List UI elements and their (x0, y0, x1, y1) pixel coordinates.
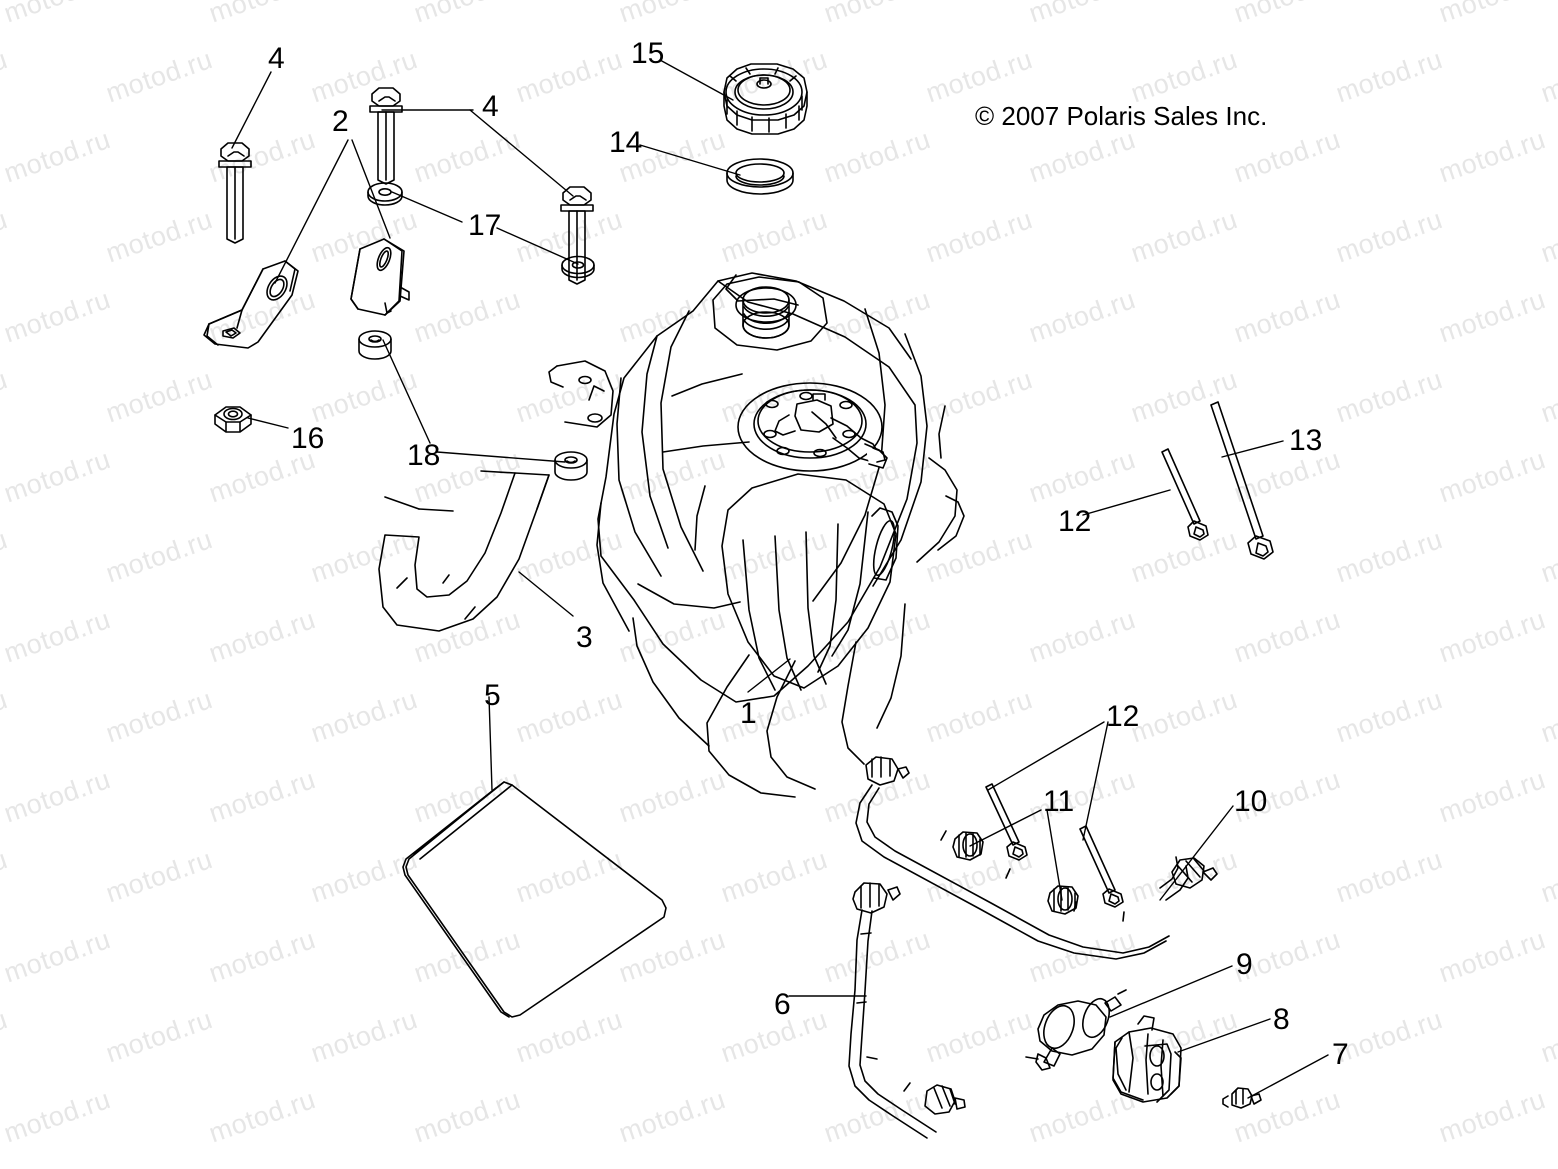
part-flat-washer-lower (561, 255, 595, 279)
part-cable-tie-center-b (1079, 825, 1124, 908)
part-hex-nut (214, 406, 252, 433)
part-cable-tie-center-a (985, 783, 1028, 861)
callout-flange-bolt-4b: 4 (482, 90, 499, 123)
part-mount-bracket-right (350, 238, 410, 316)
part-fuel-tank (548, 272, 965, 798)
callout-cable-tie-12b: 12 (1106, 700, 1140, 733)
part-flat-washer-upper (367, 182, 403, 206)
part-hose-clamp-a (952, 831, 984, 861)
part-mount-bracket-left (203, 260, 299, 349)
part-cable-tie-long (1210, 401, 1274, 560)
leader-lines (231, 59, 1329, 1099)
callout-cable-tie-12a: 12 (1058, 505, 1092, 538)
callout-fuel-line-crossover-10: 10 (1234, 785, 1268, 818)
callout-cable-tie-long-13: 13 (1289, 424, 1323, 457)
callout-flange-bolt-4a: 4 (268, 42, 285, 75)
callout-fuel-tank-1: 1 (740, 697, 757, 730)
part-hose-clamp-b (1047, 885, 1079, 915)
part-grommet-lower (554, 451, 588, 481)
callout-filter-bracket-8: 8 (1273, 1003, 1290, 1036)
part-filter-bracket (1112, 1015, 1182, 1103)
callout-fuel-line-6: 6 (774, 988, 791, 1021)
part-flange-bolt-center (369, 87, 403, 185)
callout-hex-nut-16: 16 (291, 422, 325, 455)
part-fuel-line (848, 882, 966, 1139)
callout-screw-7: 7 (1332, 1038, 1349, 1071)
part-tank-pad (402, 781, 667, 1018)
callout-hose-clamp-11: 11 (1043, 785, 1075, 818)
callout-rubber-grommet-18: 18 (407, 439, 441, 472)
part-tank-strap-pad (378, 470, 550, 632)
part-flange-bolt-right (560, 186, 594, 285)
callout-fuel-cap-15: 15 (631, 37, 665, 70)
part-cable-tie-right-a (1161, 448, 1209, 541)
callout-tank-pad-5: 5 (484, 679, 501, 712)
part-fuel-filter (1025, 989, 1127, 1071)
callout-tank-mount-bracket-2: 2 (332, 105, 349, 138)
callout-tank-strap-pad-3: 3 (576, 621, 593, 654)
callout-flat-washer-17: 17 (468, 209, 502, 242)
part-fuel-cap (723, 63, 808, 135)
part-cap-gasket (726, 158, 794, 195)
callout-fuel-filter-9: 9 (1236, 948, 1253, 981)
part-flange-bolt-left (218, 142, 252, 244)
part-screw (1222, 1087, 1262, 1109)
part-grommet-upper (358, 330, 392, 360)
part-fuel-line-crossover (855, 756, 1218, 960)
copyright-notice: © 2007 Polaris Sales Inc. (975, 101, 1268, 131)
callout-fuel-cap-gasket-14: 14 (609, 126, 643, 159)
